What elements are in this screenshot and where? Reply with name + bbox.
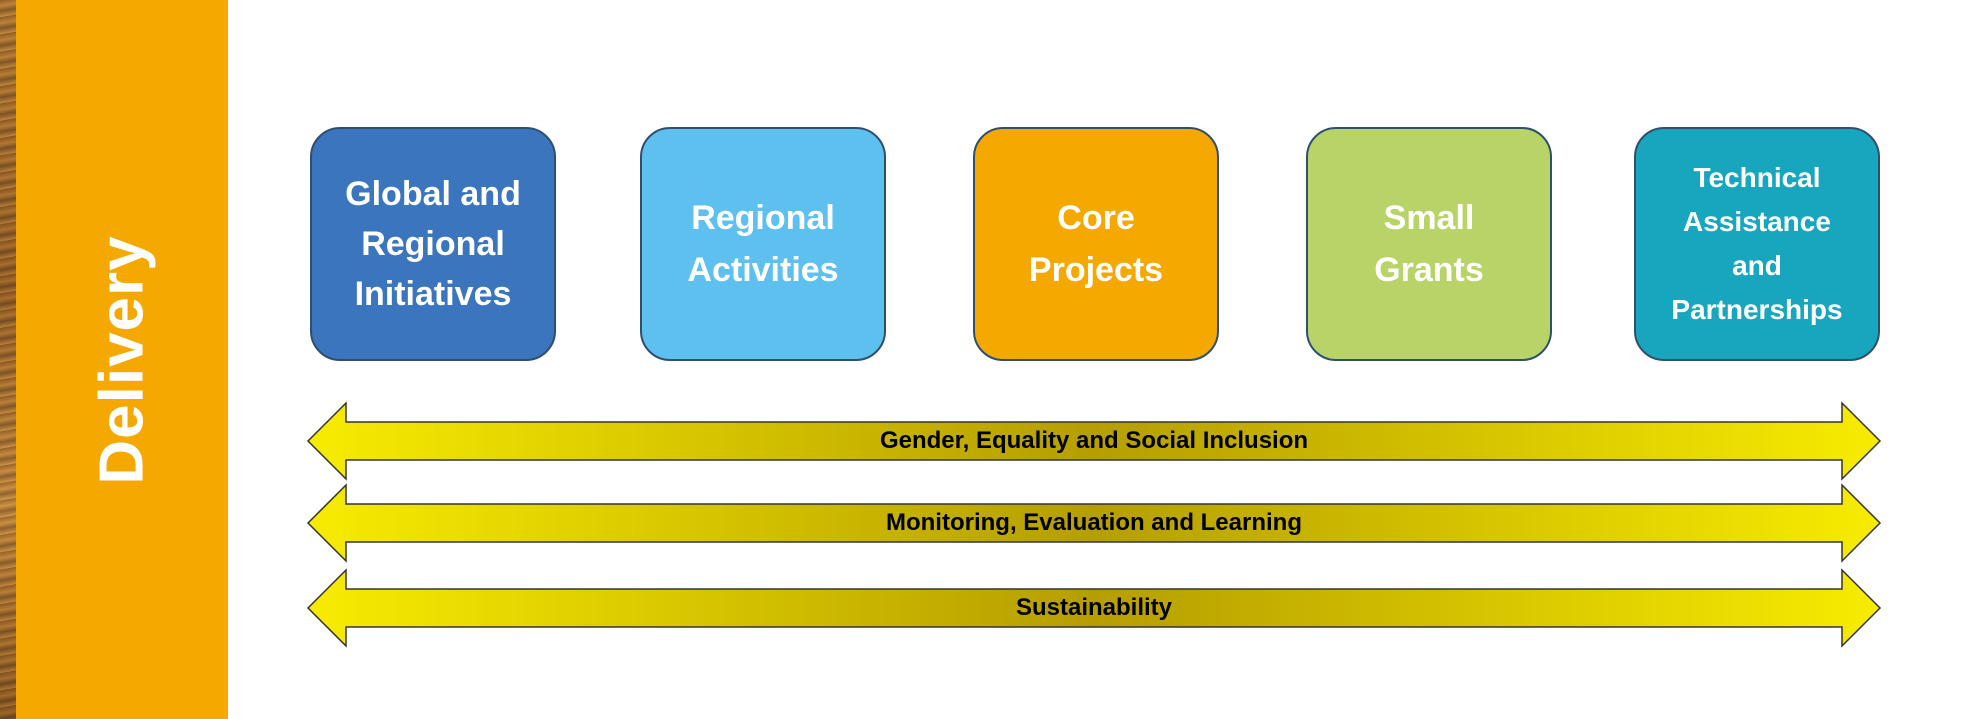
box-core-projects: Core Projects [973, 127, 1219, 361]
box-small-grants: Small Grants [1306, 127, 1552, 361]
box-regional-activities: Regional Activities [640, 127, 886, 361]
box-label: Small Grants [1374, 199, 1484, 289]
box-technical-assistance-partnerships: Technical Assistance and Partnerships [1634, 127, 1880, 361]
delivery-band [16, 0, 228, 719]
delivery-label: Delivery [87, 235, 157, 485]
crosscutting-label: Sustainability [1015, 594, 1173, 621]
crosscutting-arrow-sustainability: Sustainability [306, 568, 1882, 648]
crosscutting-label: Gender, Equality and Social Inclusion [879, 427, 1309, 454]
crosscutting-arrow-mel: Monitoring, Evaluation and Learning [306, 483, 1882, 563]
double-arrow-icon [306, 483, 1882, 563]
box-label: Global and Regional Initiatives [345, 175, 521, 313]
box-label: Technical Assistance and Partnerships [1671, 162, 1843, 325]
crosscutting-label: Monitoring, Evaluation and Learning [885, 509, 1302, 536]
box-label: Core Projects [1028, 199, 1164, 289]
box-label: Regional Activities [687, 199, 839, 289]
crosscutting-arrow-gender: Gender, Equality and Social Inclusion [306, 401, 1882, 481]
box-global-regional-initiatives: Global and Regional Initiatives [310, 127, 556, 361]
double-arrow-icon [306, 568, 1882, 648]
double-arrow-icon [306, 401, 1882, 481]
